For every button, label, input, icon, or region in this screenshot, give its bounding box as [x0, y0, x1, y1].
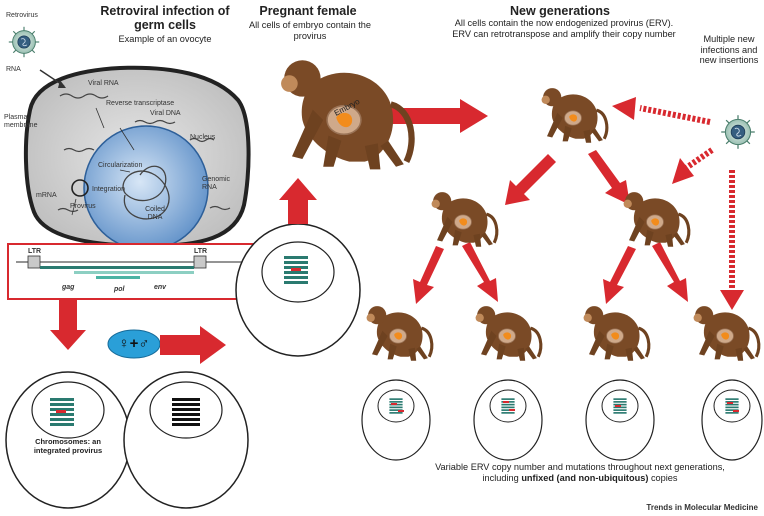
label-viral-rna: Viral RNA [88, 80, 119, 87]
label-provirus: Provirus [70, 203, 96, 210]
label-mrna: mRNA [36, 192, 57, 199]
heading-pregnant-female: Pregnant female [259, 4, 357, 18]
label-coiled-dna: Coiled DNA [145, 206, 165, 221]
label-nucleus: Nucleus [190, 134, 216, 141]
label-integration: Integration [92, 186, 126, 193]
label-viral-dna: Viral DNA [150, 110, 181, 117]
label-pol: pol [114, 286, 125, 293]
heading-retroviral-infection: Retroviral infection of germ cells [100, 4, 230, 33]
label-circularization: Circularization [98, 162, 143, 169]
label-rna: RNA [6, 66, 21, 73]
label-retrovirus: Retrovirus [6, 12, 38, 19]
label-genomic-rna: Genomic RNA [202, 176, 231, 191]
label-reverse-transcriptase: Reverse transcriptase [106, 100, 175, 107]
subheading-embryo-provirus: All cells of embryo contain the provirus [248, 20, 372, 41]
subheading-oocyte: Example of an ovocyte [118, 34, 212, 44]
label-plasma-membrane: Plasma membrane [4, 114, 38, 129]
label-chromosomes: Chromosomes: an integrated provirus [33, 437, 103, 455]
label-env: env [154, 284, 167, 291]
gender-symbols: ♀+♂ [118, 335, 150, 352]
label-gag: gag [62, 284, 75, 291]
heading-new-generations: New generations [509, 4, 611, 18]
journal-credit: Trends in Molecular Medicine [646, 503, 758, 512]
footnote-variable-erv: Variable ERV copy number and mutations t… [435, 462, 725, 483]
label-multiple-infections: Multiple new infections and new insertio… [699, 34, 759, 66]
label-ltr-left: LTR [28, 248, 42, 255]
subheading-erv: All cells contain the now endogenized pr… [452, 18, 676, 39]
label-ltr-right: LTR [194, 248, 208, 255]
